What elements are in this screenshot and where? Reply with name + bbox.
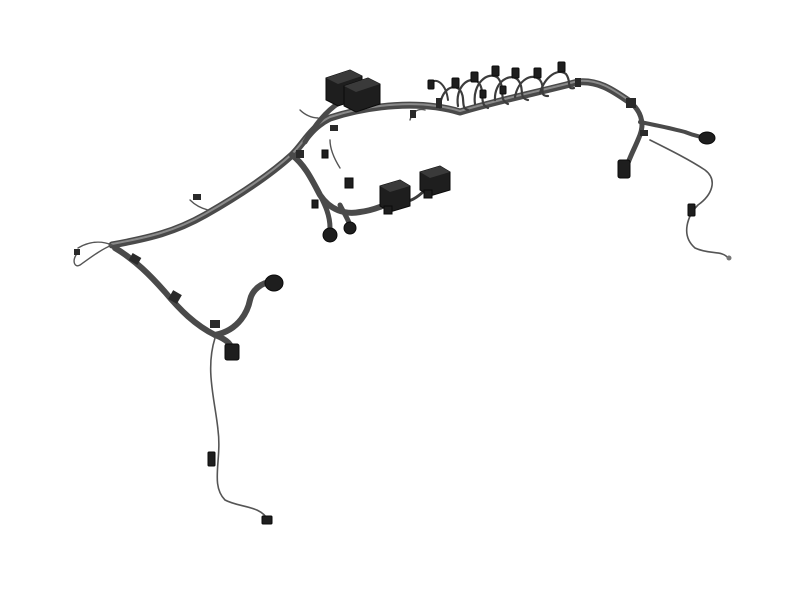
center-connectors [311, 149, 451, 243]
thin-wires [73, 108, 729, 521]
right-connectors [617, 98, 732, 261]
relay-block [325, 69, 381, 113]
main-trunk [108, 78, 714, 355]
trunk-clips [296, 78, 581, 158]
connector-loop-bundle [427, 61, 576, 112]
left-connectors [74, 194, 284, 525]
